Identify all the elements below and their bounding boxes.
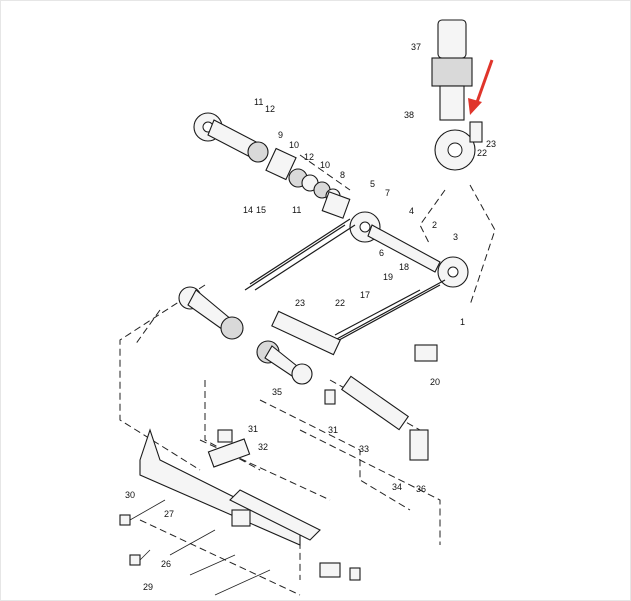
motor-unit: [431, 19, 483, 171]
part-label: 6: [379, 248, 384, 258]
part-label: 22: [335, 298, 345, 308]
part-label: 32: [258, 442, 268, 452]
part-label: 26: [161, 559, 171, 569]
part-label: 17: [360, 290, 370, 300]
part-labels: 37 38 23 22 11 12 9 10 12 10 8 11 14 15 …: [125, 42, 496, 592]
part-label: 15: [256, 205, 266, 215]
part-label: 9: [278, 130, 283, 140]
part-label: 2: [432, 220, 437, 230]
part-label: 27: [164, 509, 174, 519]
drive-chain-assembly: [244, 211, 469, 346]
part-label: 10: [320, 160, 330, 170]
upper-shaft-assembly: [193, 112, 351, 219]
part-label: 23: [295, 298, 305, 308]
part-label: 35: [272, 387, 282, 397]
part-label: 38: [404, 110, 414, 120]
lower-roller-assembly: [178, 286, 438, 468]
part-label: 5: [370, 179, 375, 189]
part-label: 22: [477, 148, 487, 158]
part-label: 33: [359, 444, 369, 454]
part-label: 30: [125, 490, 135, 500]
base-frame: [139, 428, 321, 546]
part-label: 8: [340, 170, 345, 180]
part-label: 11: [254, 97, 263, 107]
part-label: 37: [411, 42, 421, 52]
part-label: 29: [143, 582, 153, 592]
part-label: 31: [248, 424, 258, 434]
fasteners: [119, 499, 361, 596]
part-label: 19: [383, 272, 393, 282]
part-label: 36: [416, 484, 426, 494]
part-label: 31: [328, 425, 338, 435]
highlight-arrow: [468, 59, 494, 115]
part-label: 12: [265, 104, 275, 114]
part-label: 10: [289, 140, 299, 150]
part-label: 34: [392, 482, 402, 492]
part-label: 20: [430, 377, 440, 387]
part-label: 4: [409, 206, 414, 216]
part-label: 3: [453, 232, 458, 242]
part-label: 23: [486, 139, 496, 149]
part-label: 1: [460, 317, 465, 327]
part-label: 11: [292, 205, 301, 215]
part-label: 18: [399, 262, 409, 272]
part-label: 7: [385, 188, 390, 198]
part-label: 14: [243, 205, 253, 215]
part-label: 12: [304, 152, 314, 162]
